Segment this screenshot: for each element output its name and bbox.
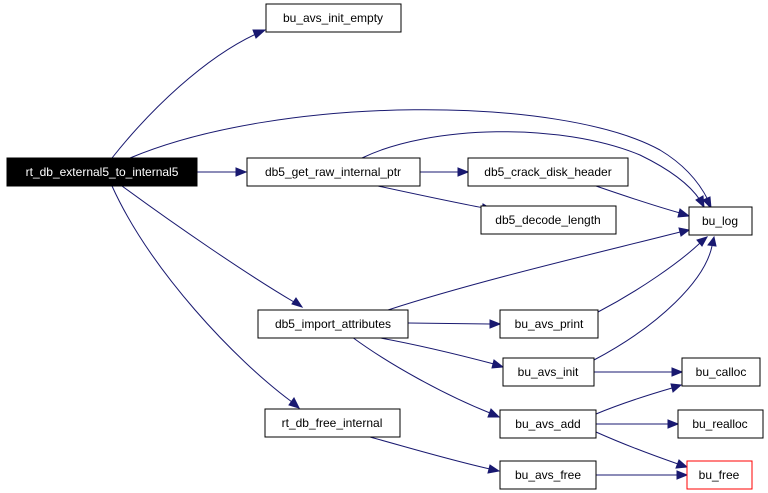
nodes: rt_db_external5_to_internal5 bu_avs_init… [6, 3, 764, 490]
edge-rt_db_free_internal-bu_avs_free [369, 436, 501, 474]
edge-bu_avs_init-bu_calloc [594, 367, 684, 377]
node-label: bu_calloc [696, 365, 747, 379]
node-label: bu_avs_free [515, 468, 581, 482]
node-db5_import_attributes[interactable]: db5_import_attributes [257, 309, 409, 339]
node-bu_calloc[interactable]: bu_calloc [681, 357, 761, 387]
edge-bu_avs_add-bu_calloc [595, 383, 683, 415]
edge-db5_get_raw_internal_ptr-db5_crack_disk_header [420, 167, 470, 177]
node-label: db5_decode_length [495, 213, 600, 227]
edge-db5_import_attributes-bu_avs_init [374, 336, 505, 369]
node-bu_avs_print[interactable]: bu_avs_print [499, 309, 599, 339]
edge-rt_db_external5_to_internal5-db5_get_raw_internal_ptr [197, 167, 248, 177]
node-bu_avs_init[interactable]: bu_avs_init [502, 357, 595, 387]
node-label: db5_import_attributes [275, 317, 391, 331]
edge-bu_avs_print-bu_log [597, 236, 709, 313]
node-label: db5_crack_disk_header [484, 165, 611, 179]
edge-rt_db_external5_to_internal5-db5_import_attributes [121, 185, 304, 308]
node-label: bu_free [699, 468, 740, 482]
edge-bu_avs_add-bu_realloc [596, 419, 680, 429]
edge-db5_import_attributes-bu_avs_print [407, 319, 502, 329]
node-label: bu_realloc [692, 417, 747, 431]
edge-bu_avs_free-bu_free [596, 470, 689, 480]
node-db5_get_raw_internal_ptr[interactable]: db5_get_raw_internal_ptr [246, 157, 421, 187]
edge-db5_get_raw_internal_ptr-bu_log [361, 131, 705, 209]
node-bu_avs_init_empty[interactable]: bu_avs_init_empty [265, 3, 402, 33]
node-label: bu_avs_init_empty [283, 11, 383, 25]
node-bu_avs_add[interactable]: bu_avs_add [499, 409, 597, 439]
edge-bu_avs_add-bu_free [595, 431, 689, 469]
node-bu_free[interactable]: bu_free [686, 460, 753, 490]
edge-rt_db_external5_to_internal5-bu_avs_init_empty [111, 29, 267, 159]
node-db5_decode_length[interactable]: db5_decode_length [480, 205, 617, 235]
node-rt_db_external5_to_internal5[interactable]: rt_db_external5_to_internal5 [6, 157, 198, 187]
edge-rt_db_external5_to_internal5-rt_db_free_internal [111, 185, 300, 409]
edge-db5_get_raw_internal_ptr-db5_decode_length [377, 185, 495, 213]
edge-bu_avs_init-bu_log [593, 235, 717, 361]
node-rt_db_free_internal[interactable]: rt_db_free_internal [264, 408, 401, 438]
edges [111, 29, 717, 480]
node-db5_crack_disk_header[interactable]: db5_crack_disk_header [467, 157, 629, 187]
edge-rt_db_external5_to_internal5-bu_log [129, 109, 712, 210]
node-bu_realloc[interactable]: bu_realloc [677, 409, 764, 439]
edge-db5_import_attributes-bu_avs_add [351, 336, 501, 418]
node-label: bu_avs_print [515, 317, 584, 331]
node-label: rt_db_free_internal [282, 416, 383, 430]
edge-db5_crack_disk_header-bu_log [595, 185, 691, 218]
node-bu_avs_free[interactable]: bu_avs_free [499, 460, 597, 490]
node-label: bu_log [702, 214, 738, 228]
node-label: db5_get_raw_internal_ptr [265, 165, 401, 179]
node-label: bu_avs_init [518, 365, 579, 379]
node-label: rt_db_external5_to_internal5 [26, 165, 179, 179]
node-label: bu_avs_add [515, 417, 580, 431]
node-bu_log[interactable]: bu_log [688, 206, 753, 236]
edge-db5_import_attributes-bu_log [387, 227, 691, 311]
